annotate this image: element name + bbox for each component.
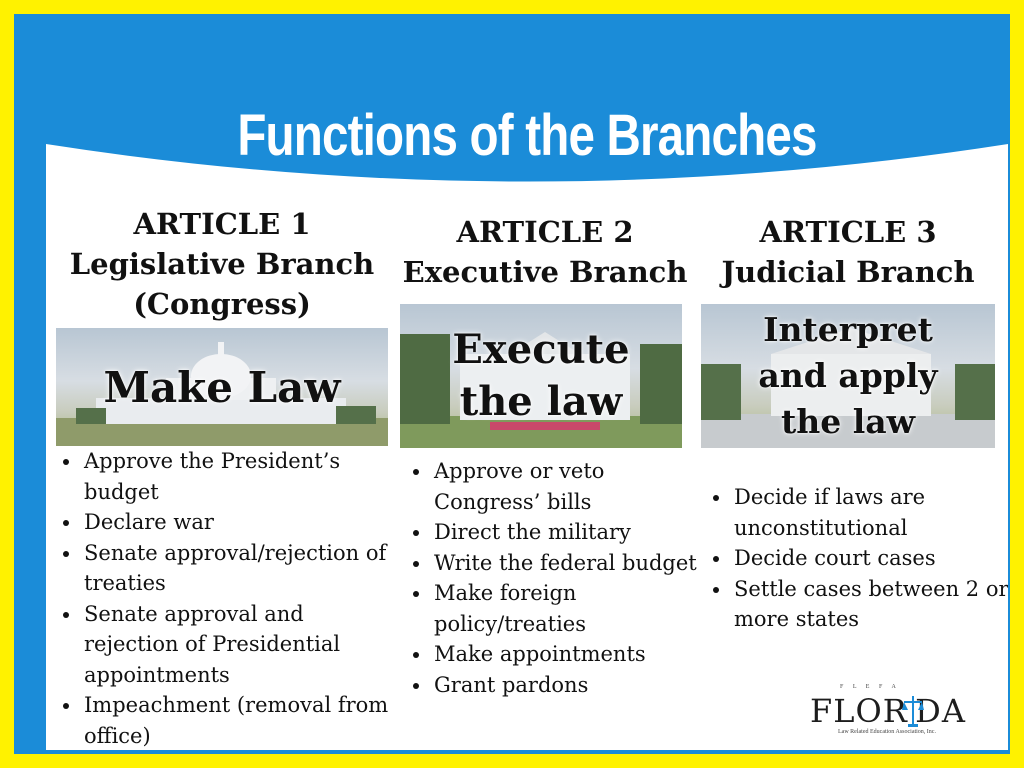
list-item: Settle cases between 2 or more states <box>732 574 1008 635</box>
florida-lre-logo: F L E F A FLOR DA Law Related Education … <box>810 682 970 735</box>
logo-subtitle: Law Related Education Association, Inc. <box>838 729 936 735</box>
branch-label: Legislative Branch <box>69 247 375 281</box>
list-item: Direct the military <box>432 517 704 548</box>
list-item: Make appointments <box>432 639 704 670</box>
list-item: Senate approval and rejection of Preside… <box>82 599 404 691</box>
article-label: ARTICLE 1 <box>133 207 311 241</box>
title-banner <box>46 44 1008 182</box>
photo-caption: Make Law <box>103 362 341 412</box>
scales-of-justice-icon <box>902 696 924 727</box>
white-house-photo: Execute the law <box>400 304 682 448</box>
capitol-building-icon <box>56 342 388 446</box>
photo-caption: Interpret and apply the law <box>758 310 938 441</box>
column-executive: ARTICLE 2 Executive Branch <box>400 212 690 292</box>
list-item: Approve or veto Congress’ bills <box>432 456 704 517</box>
logo-wordmark: FLOR DA <box>810 692 966 730</box>
list-item: Grant pardons <box>432 670 704 701</box>
slide-title: Functions of the Branches <box>237 103 817 168</box>
list-item: Write the federal budget <box>432 548 704 579</box>
slide-card: Functions of the Branches ARTICLE 1 Legi… <box>46 44 1008 750</box>
list-item: Decide court cases <box>732 543 1008 574</box>
capitol-photo: Make Law <box>56 328 388 446</box>
photo-caption: Execute the law <box>452 326 630 425</box>
list-item: Approve the President’s budget <box>82 446 404 507</box>
slide-frame: Functions of the Branches ARTICLE 1 Legi… <box>14 14 1010 754</box>
column-heading: ARTICLE 1 Legislative Branch (Congress) <box>46 204 398 324</box>
column-heading: ARTICLE 2 Executive Branch <box>400 212 690 292</box>
judicial-duties-list: Decide if laws are unconstitutional Deci… <box>700 482 1008 635</box>
white-house-icon <box>400 332 682 448</box>
list-item: Senate approval/rejection of treaties <box>82 538 404 599</box>
list-item: Impeachment (removal from office) <box>82 690 404 750</box>
list-item: Make foreign policy/treaties <box>432 578 704 639</box>
legislative-duties-list: Approve the President’s budget Declare w… <box>50 446 404 750</box>
supreme-court-photo: Interpret and apply the law <box>701 304 995 448</box>
column-legislative: ARTICLE 1 Legislative Branch (Congress) <box>46 204 398 324</box>
column-heading: ARTICLE 3 Judicial Branch <box>700 212 996 292</box>
list-item: Decide if laws are unconstitutional <box>732 482 1008 543</box>
list-item: Declare war <box>82 507 404 538</box>
branch-label: Executive Branch <box>402 255 688 289</box>
branch-label: Judicial Branch <box>721 255 975 289</box>
branch-note: (Congress) <box>133 287 311 321</box>
supreme-court-icon <box>701 328 995 448</box>
logo-top-text: F L E F A <box>840 684 900 690</box>
article-label: ARTICLE 2 <box>456 215 634 249</box>
article-label: ARTICLE 3 <box>759 215 937 249</box>
column-judicial: ARTICLE 3 Judicial Branch <box>700 212 996 292</box>
executive-duties-list: Approve or veto Congress’ bills Direct t… <box>400 456 704 700</box>
